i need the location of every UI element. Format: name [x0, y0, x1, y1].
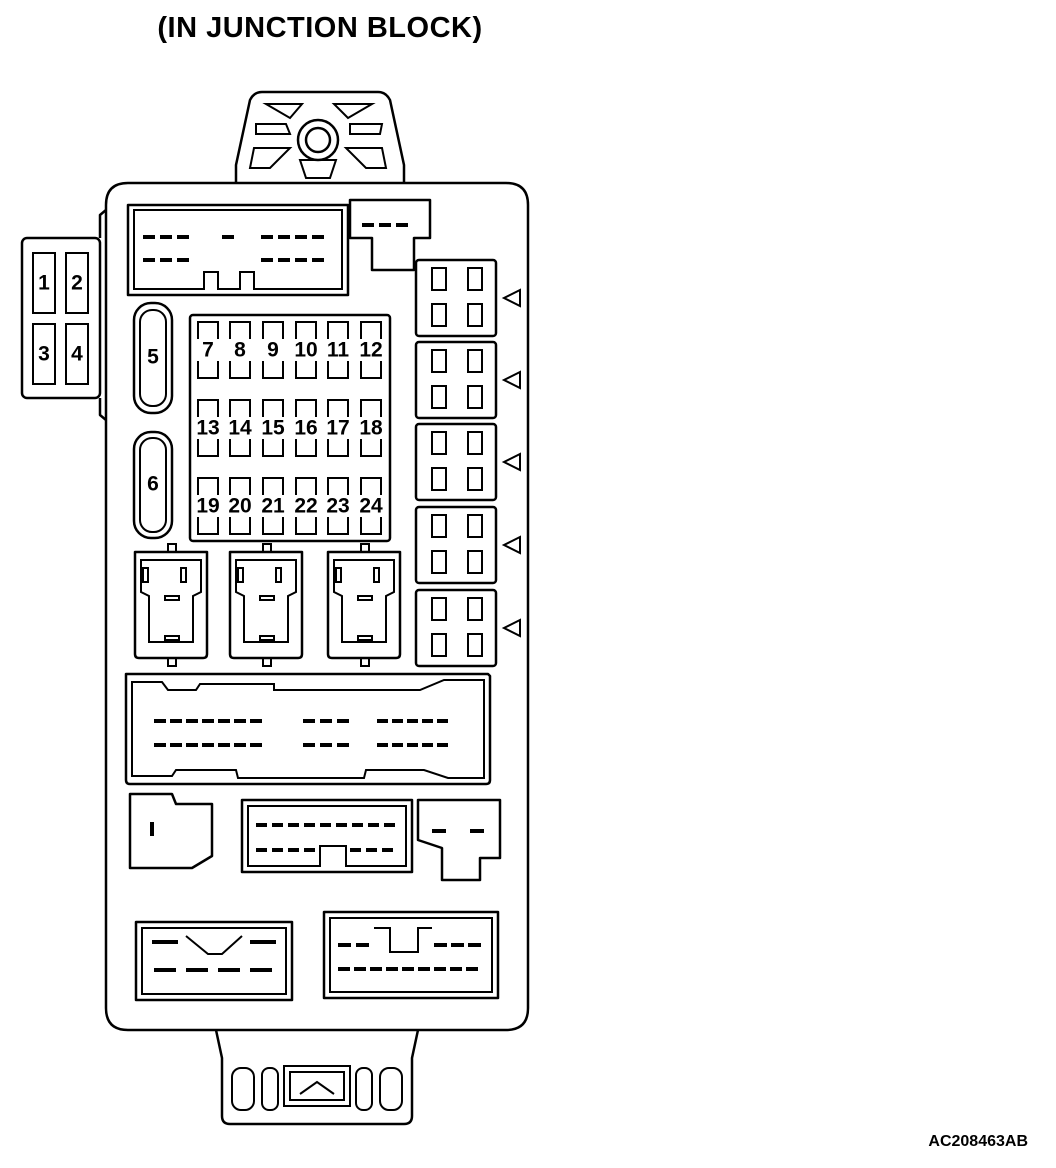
- fuse-label-18: 18: [359, 417, 383, 440]
- fuse-label-19: 19: [196, 495, 219, 518]
- connector-top-left: [126, 203, 350, 297]
- fuse-label-3: 3: [38, 343, 50, 366]
- junction-block-body: [104, 181, 530, 1032]
- fuse-label-5: 5: [147, 346, 159, 369]
- connector-top-right: [348, 198, 432, 272]
- side-fuse-housing-mount: [98, 209, 107, 238]
- fuse-block-frame: [188, 313, 392, 543]
- connector-small-right: [416, 798, 502, 882]
- fuse-label-20: 20: [228, 495, 251, 518]
- relay-socket: [414, 340, 521, 420]
- relay-row: [133, 543, 402, 667]
- connector-mid-lower: [240, 798, 414, 874]
- direction-arrow: [501, 288, 521, 308]
- fuse-label-4: 4: [71, 343, 83, 366]
- bracket-ribs: [248, 103, 388, 179]
- fuse-label-13: 13: [196, 417, 219, 440]
- fuse-slot-4: [65, 323, 89, 385]
- relay-socket: [133, 543, 209, 667]
- fuse-label-6: 6: [147, 473, 159, 496]
- fuse-label-1: 1: [38, 272, 50, 295]
- top-mounting-bracket: [234, 90, 406, 183]
- bracket-hole: [296, 118, 340, 162]
- direction-arrow: [501, 618, 521, 638]
- fuse-label-10: 10: [294, 339, 317, 362]
- relay-socket: [228, 543, 304, 667]
- fuse-label-12: 12: [359, 339, 382, 362]
- fuse-label-9: 9: [267, 339, 279, 362]
- fuse-label-22: 22: [294, 495, 317, 518]
- relay-socket: [414, 588, 521, 668]
- relay-socket: [414, 422, 521, 502]
- connector-bottom-left: [134, 920, 294, 1002]
- fuse-label-21: 21: [261, 495, 285, 518]
- large-fuse-housing-5: [132, 301, 174, 415]
- direction-arrow: [501, 535, 521, 555]
- fuse-label-8: 8: [234, 339, 246, 362]
- fuse-slot-3: [32, 323, 56, 385]
- figure-code: AC208463AB: [928, 1133, 1028, 1150]
- bottom-mounting-tab: [214, 1029, 420, 1126]
- connector-pins: [143, 223, 484, 972]
- relay-socket: [414, 505, 521, 585]
- fuse-slot-2: [65, 252, 89, 314]
- direction-arrow: [501, 452, 521, 472]
- fuse-label-16: 16: [294, 417, 317, 440]
- connector-bottom-right: [322, 910, 500, 1000]
- fuse-label-23: 23: [326, 495, 349, 518]
- fuse-label-24: 24: [359, 495, 383, 518]
- fuse-slot-1: [32, 252, 56, 314]
- bottom-tab-slots: [231, 1065, 403, 1111]
- large-fuse-housing-6: [132, 430, 174, 540]
- connector-small-left: [128, 792, 214, 870]
- fuse-label-11: 11: [327, 339, 350, 362]
- fuse-label-7: 7: [202, 339, 214, 362]
- direction-arrow: [501, 370, 521, 390]
- relay-socket: [414, 258, 521, 338]
- fuse-label-2: 2: [71, 272, 83, 295]
- relay-socket: [326, 543, 402, 667]
- side-fuse-housing: [20, 236, 102, 400]
- page-title: (IN JUNCTION BLOCK): [157, 12, 483, 44]
- fuse-label-15: 15: [261, 417, 285, 440]
- connector-wide: [124, 672, 492, 786]
- fuse-label-17: 17: [326, 417, 349, 440]
- relay-column: [414, 258, 521, 668]
- fuse-label-14: 14: [228, 417, 252, 440]
